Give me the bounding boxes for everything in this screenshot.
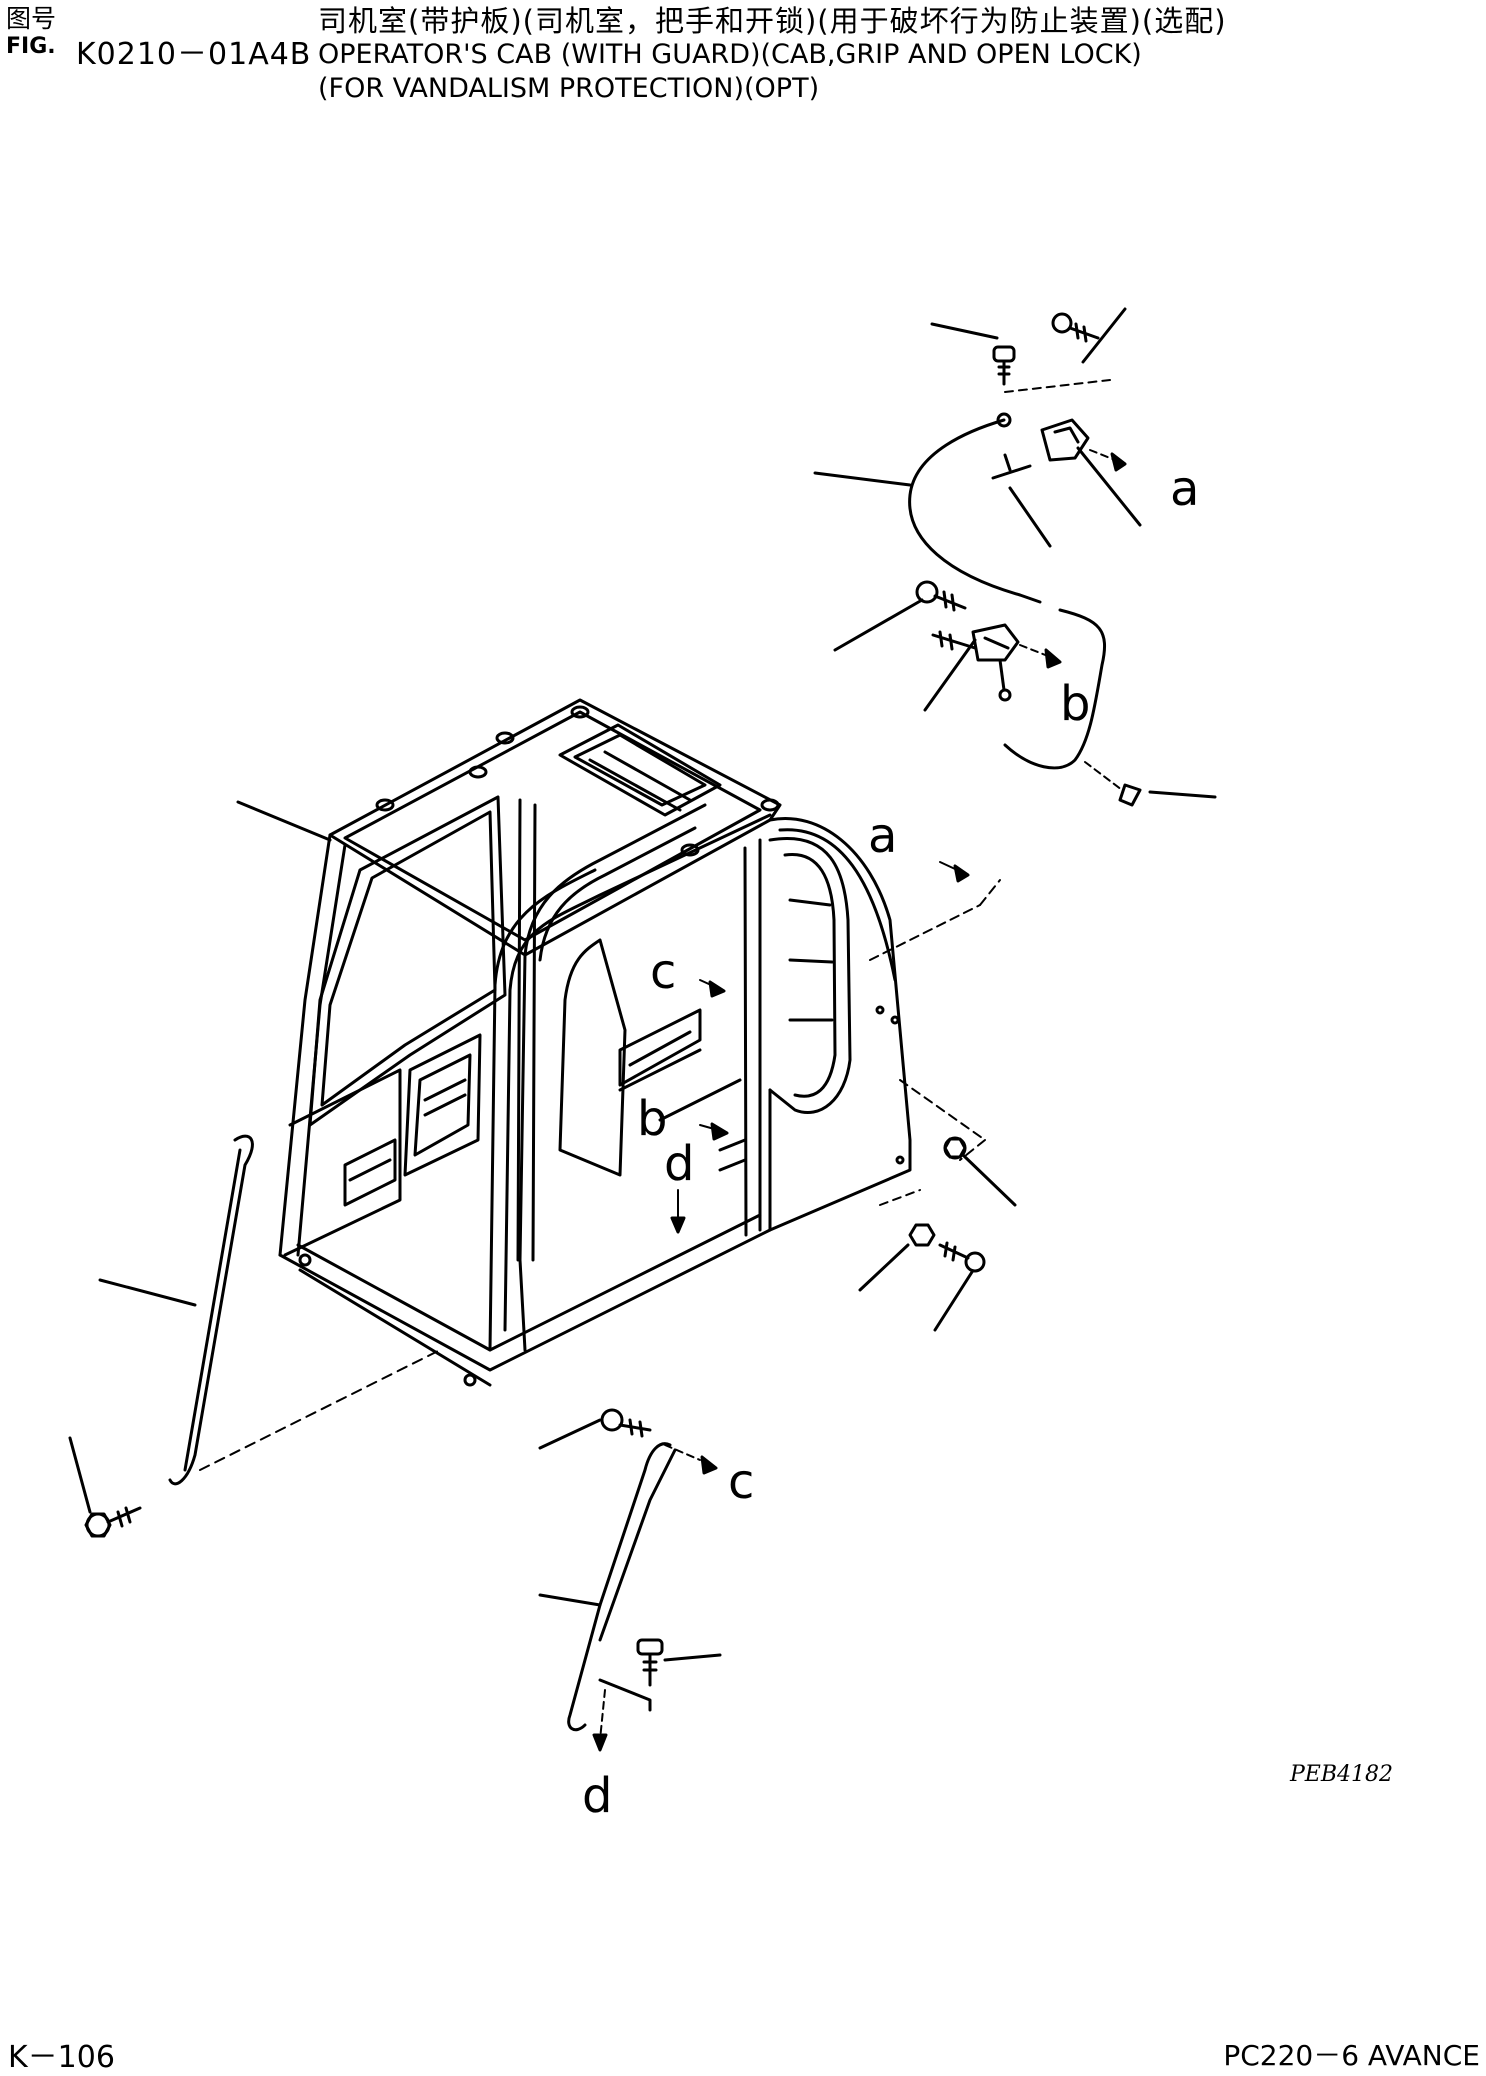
ref-letter-d-cab: d bbox=[664, 1136, 694, 1192]
title-en-line2: (FOR VANDALISM PROTECTION)(OPT) bbox=[318, 73, 820, 104]
figure-title: 司机室(带护板)(司机室，把手和开锁)(用于破坏行为防止装置)(选配) OPER… bbox=[318, 4, 1468, 106]
left-grip bbox=[68, 1134, 441, 1538]
ref-letter-b-cab: b bbox=[637, 1091, 667, 1147]
door-bar bbox=[538, 1408, 722, 1752]
model-name: PC220－6 AVANCE bbox=[1223, 2039, 1480, 2072]
title-en-line1: OPERATOR'S CAB (WITH GUARD)(CAB,GRIP AND… bbox=[318, 39, 1142, 70]
cab-frame bbox=[236, 698, 1001, 1387]
ref-letter-c-bottom: c bbox=[728, 1454, 754, 1510]
ref-letter-c-cab: c bbox=[650, 944, 676, 1000]
title-cn: 司机室(带护板)(司机室，把手和开锁)(用于破坏行为防止装置)(选配) bbox=[318, 4, 1227, 38]
fig-code: K0210－01A4B bbox=[76, 37, 312, 72]
open-lock-assembly bbox=[813, 307, 1217, 807]
rear-fasteners bbox=[858, 1136, 1017, 1332]
fig-label-cn: 图号 bbox=[6, 4, 57, 33]
ref-letter-a-top: a bbox=[1170, 461, 1199, 517]
page-number: K－106 bbox=[8, 2040, 115, 2075]
fig-label-en: FIG. bbox=[6, 34, 56, 59]
figure-header: 图号 FIG. K0210－01A4B 司机室(带护板)(司机室，把手和开锁)(… bbox=[0, 0, 1486, 110]
ref-letter-d-bottom: d bbox=[582, 1768, 612, 1824]
ref-letter-a-cab: a bbox=[868, 808, 897, 864]
ref-letter-b-top: b bbox=[1060, 676, 1090, 732]
figure-id: 图号 FIG. K0210－01A4B bbox=[6, 4, 310, 70]
drawing-code: PEB4182 bbox=[1290, 1762, 1394, 1787]
